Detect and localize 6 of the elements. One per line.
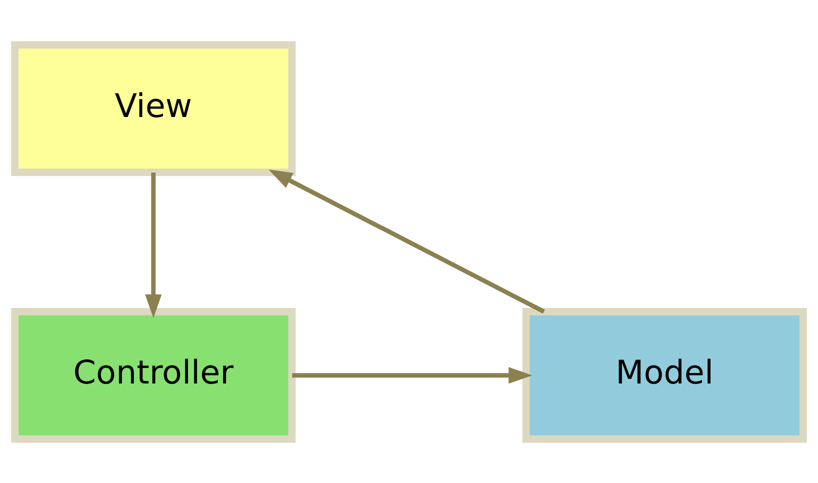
- arrow: [145, 172, 162, 318]
- node-box: Model: [522, 307, 807, 442]
- arrow: [292, 366, 532, 384]
- node-box: Controller: [11, 307, 296, 442]
- node-box: View: [11, 40, 296, 176]
- arrow: [268, 169, 545, 314]
